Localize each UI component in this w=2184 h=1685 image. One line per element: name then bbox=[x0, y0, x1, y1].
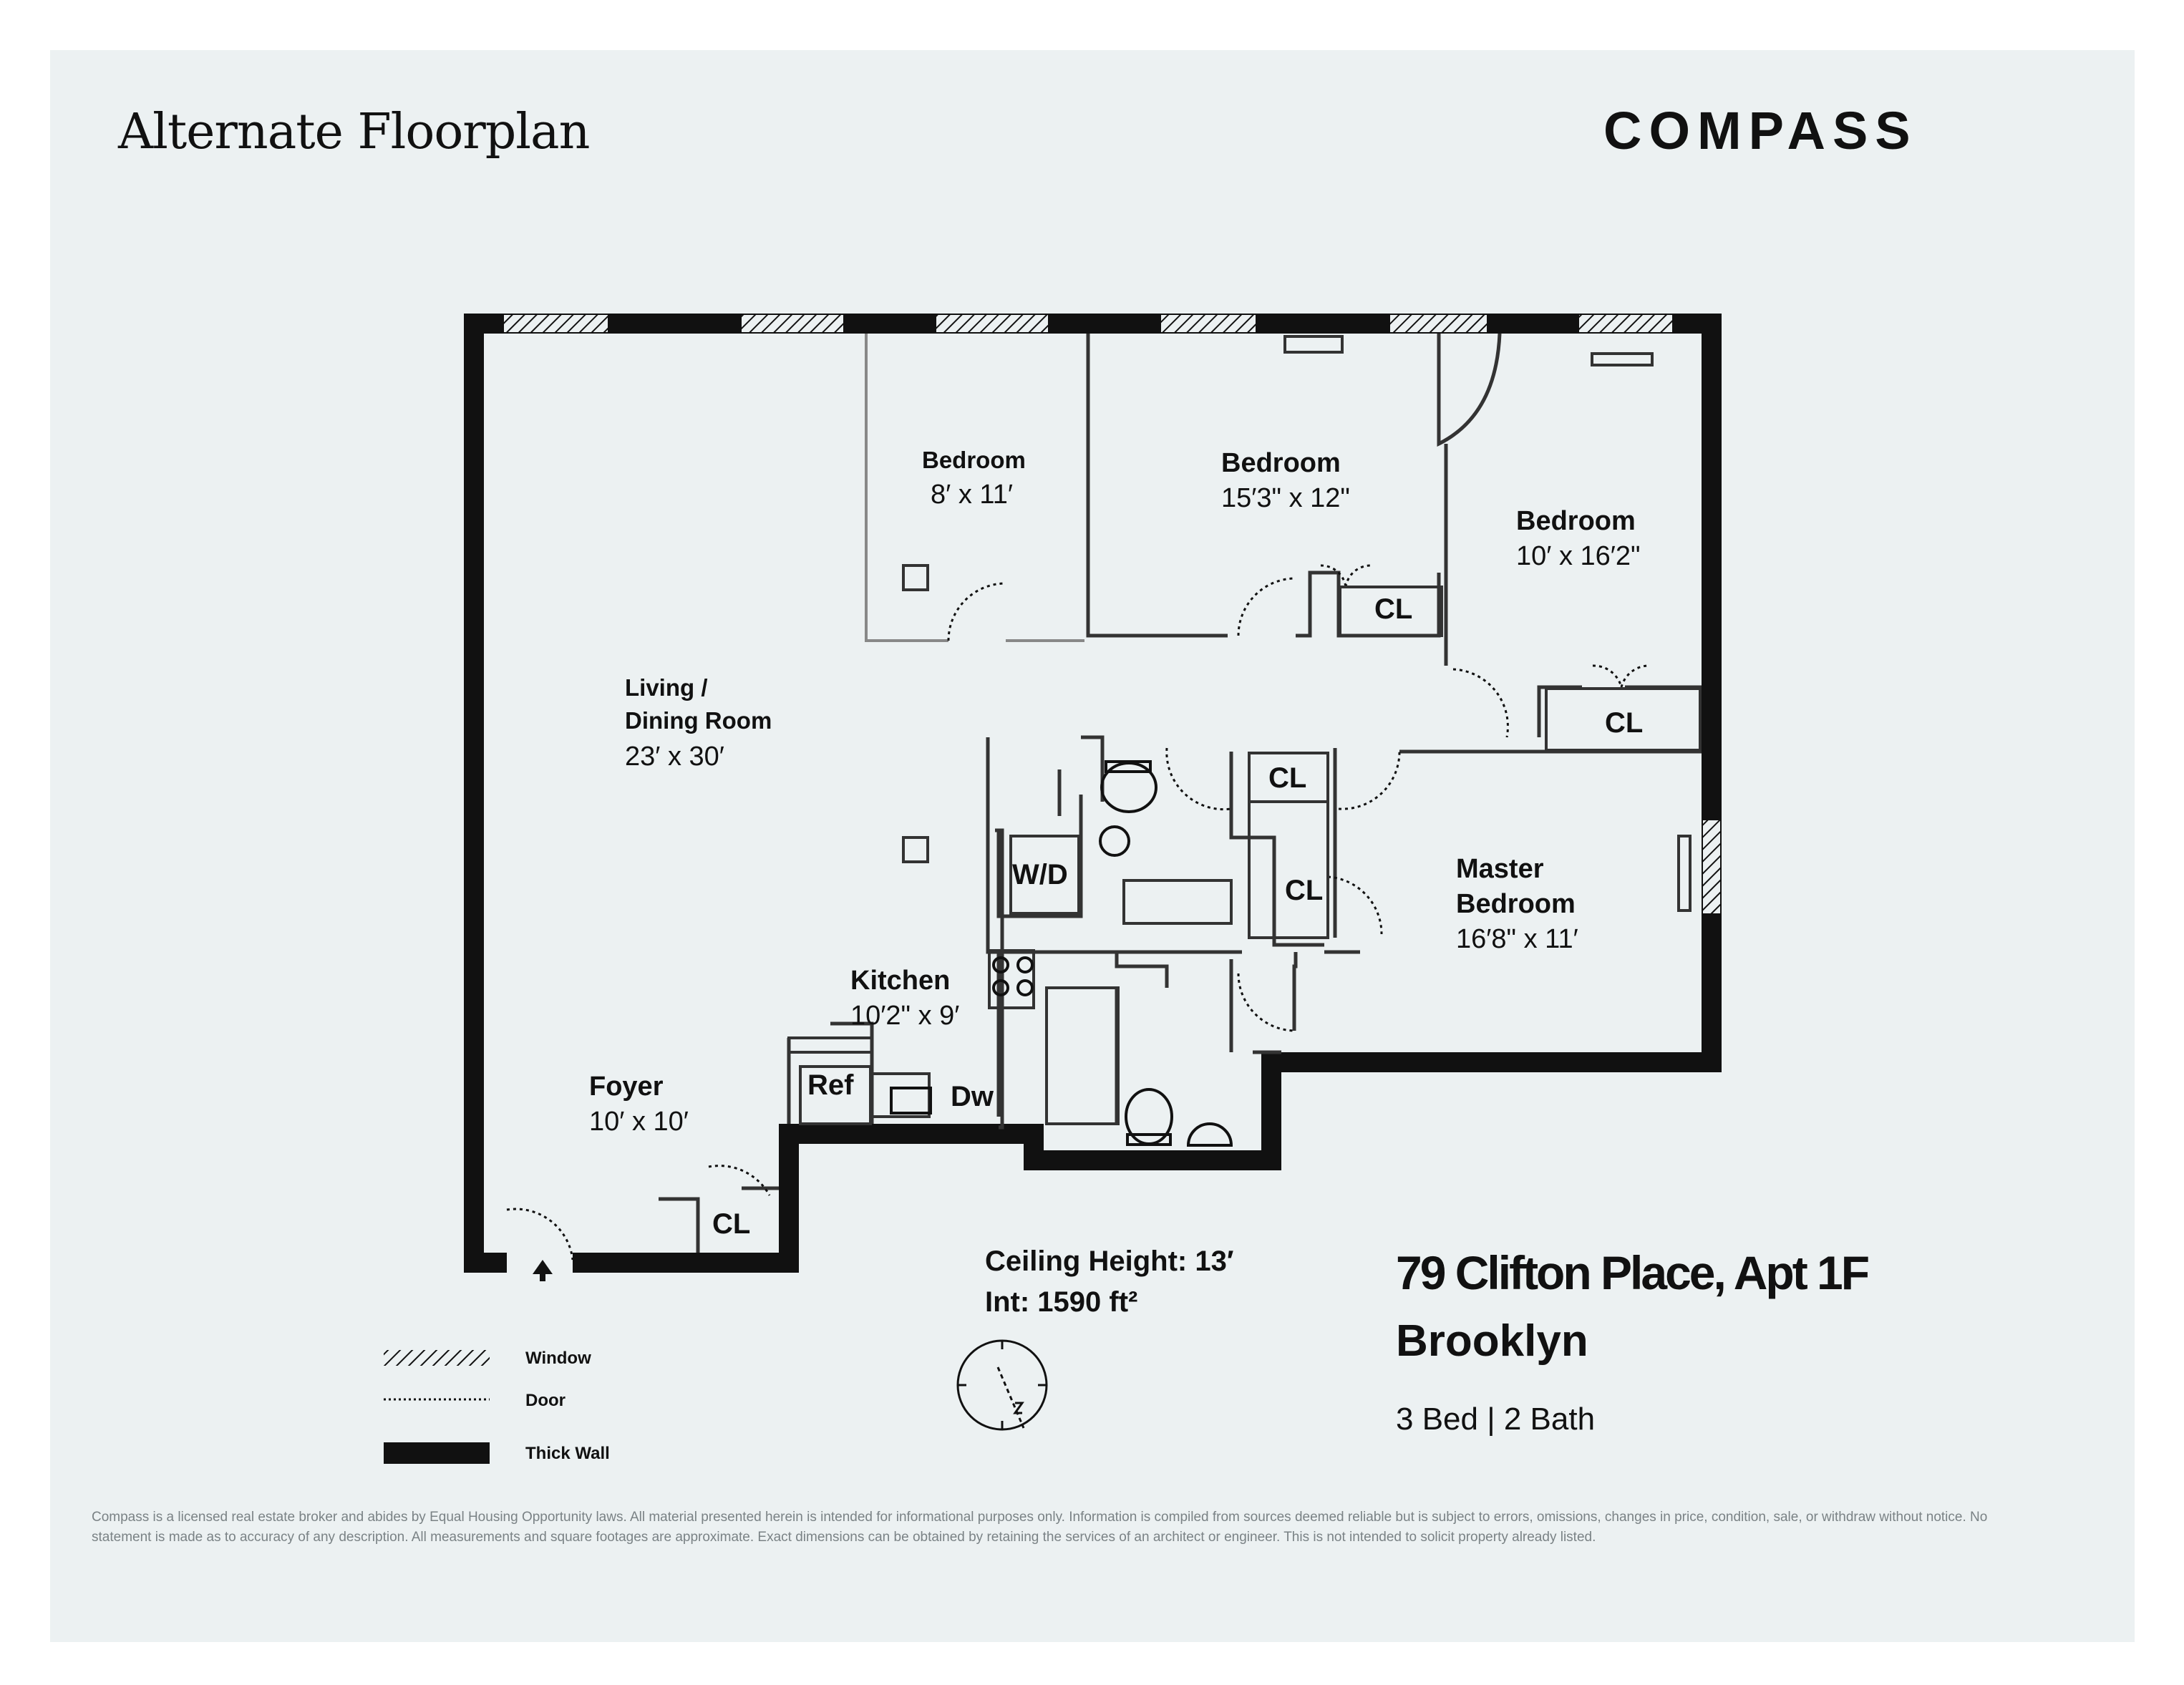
closet-label: CL bbox=[1285, 875, 1324, 906]
bedroom-mid-dims: 15′3" x 12" bbox=[1221, 483, 1350, 513]
bedroom-small-dims: 8′ x 11′ bbox=[931, 480, 1013, 510]
closet-label: CL bbox=[712, 1208, 751, 1240]
living-label-line2: Dining Room bbox=[625, 707, 772, 734]
fixtures-outlines bbox=[787, 335, 1702, 1125]
refrigerator-label: Ref bbox=[807, 1069, 854, 1101]
bedroom-mid-label: Bedroom bbox=[1221, 448, 1341, 478]
living-label-line1: Living / bbox=[625, 674, 708, 701]
bedroom-small-label: Bedroom bbox=[922, 447, 1026, 473]
windows bbox=[504, 315, 1720, 913]
entry-arrow-icon bbox=[533, 1260, 553, 1281]
kitchen-label: Kitchen bbox=[850, 966, 951, 996]
legend-door-label: Door bbox=[525, 1391, 566, 1410]
master-label-line2: Bedroom bbox=[1456, 889, 1576, 919]
closet-label: CL bbox=[1374, 593, 1413, 625]
page-title: Alternate Floorplan bbox=[118, 104, 590, 160]
north-compass-icon bbox=[956, 1339, 1048, 1431]
exterior-walls bbox=[464, 314, 1722, 1273]
brand-logo: COMPASS bbox=[1603, 101, 1918, 160]
closet-label: CL bbox=[1268, 762, 1307, 794]
doors bbox=[506, 564, 1651, 1261]
washer-dryer-label: W/D bbox=[1012, 859, 1068, 890]
stove-icon bbox=[992, 956, 1034, 996]
master-label-line1: Master bbox=[1456, 854, 1544, 884]
kitchen-dims: 10′2" x 9′ bbox=[850, 1001, 960, 1031]
foyer-label: Foyer bbox=[589, 1072, 664, 1102]
bathroom-fixtures bbox=[890, 760, 1233, 1147]
legend-window-swatch bbox=[384, 1350, 490, 1366]
interior-walls bbox=[659, 333, 1702, 1253]
foyer-dims: 10′ x 10′ bbox=[589, 1107, 689, 1137]
bedroom-right-label: Bedroom bbox=[1516, 506, 1636, 536]
master-dims: 16′8" x 11′ bbox=[1456, 924, 1578, 954]
listing-summary: 3 Bed | 2 Bath bbox=[1396, 1402, 1596, 1437]
legal-disclaimer: Compass is a licensed real estate broker… bbox=[92, 1510, 1988, 1545]
bedroom-right-dims: 10′ x 16′2" bbox=[1516, 541, 1641, 571]
legend-wall-swatch bbox=[384, 1442, 490, 1464]
interior-area: Int: 1590 ft² bbox=[985, 1286, 1138, 1318]
listing-address: 79 Clifton Place, Apt 1F bbox=[1396, 1246, 1870, 1299]
dishwasher-label: Dw bbox=[951, 1081, 994, 1112]
legend-window-label: Window bbox=[525, 1349, 591, 1368]
ceiling-height: Ceiling Height: 13′ bbox=[985, 1245, 1234, 1277]
legend bbox=[384, 1350, 490, 1464]
listing-borough: Brooklyn bbox=[1396, 1316, 1588, 1366]
legend-wall-label: Thick Wall bbox=[525, 1444, 610, 1463]
closet-label: CL bbox=[1605, 707, 1644, 739]
living-dims: 23′ x 30′ bbox=[625, 742, 724, 772]
